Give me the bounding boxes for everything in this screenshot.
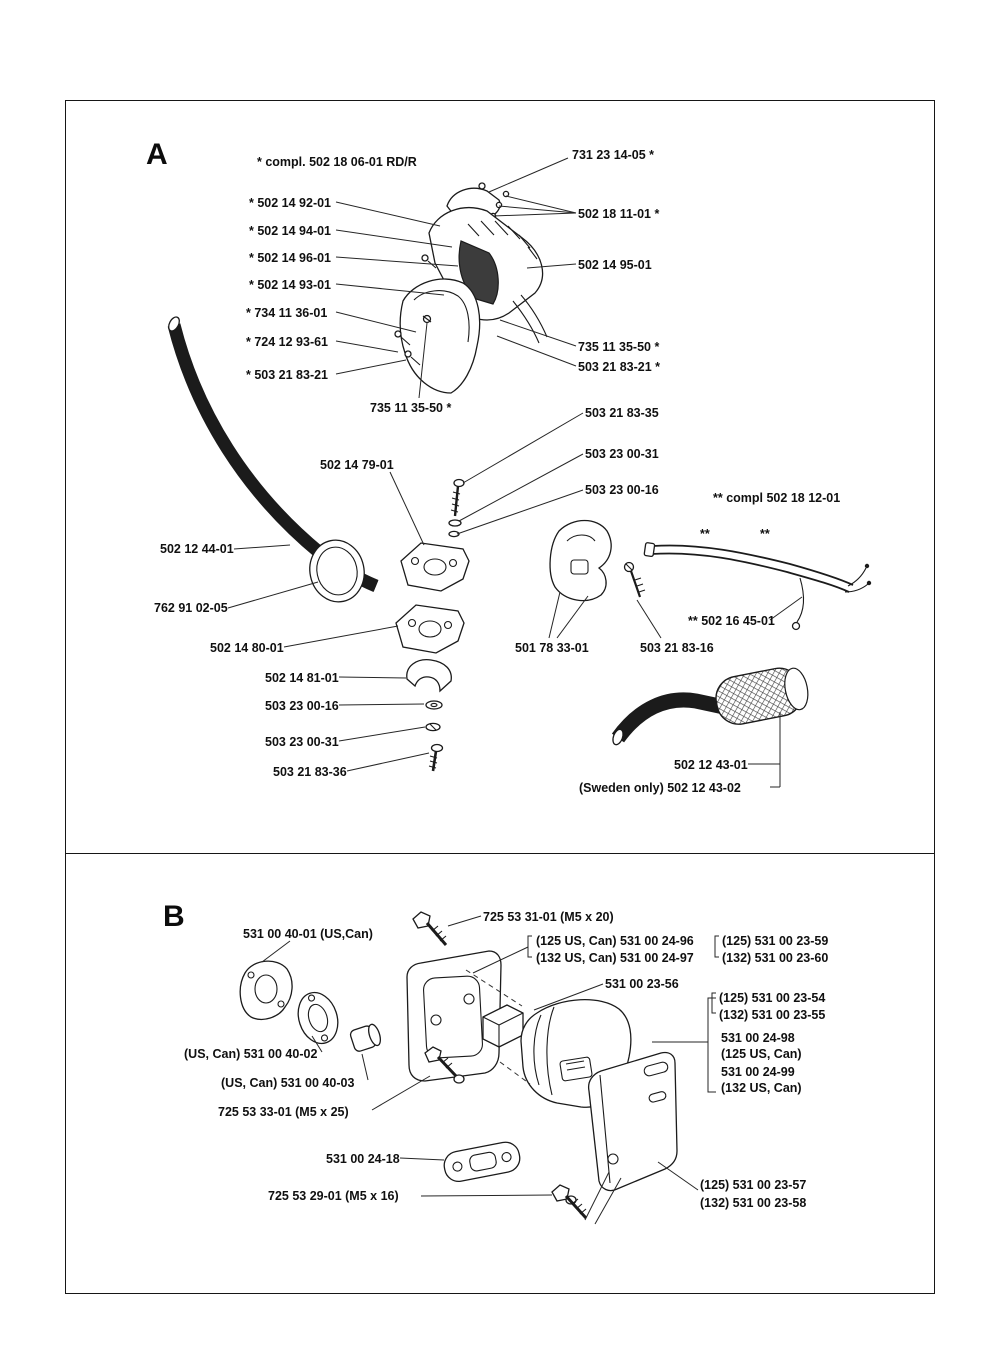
part-number-label: (132 US, Can): [721, 1081, 802, 1095]
section-b-letter: B: [163, 900, 185, 933]
assembly-note-label: ** compl 502 18 12-01: [713, 491, 841, 505]
part-number-label: 502 18 11-01 *: [578, 207, 660, 221]
part-number-label: (Sweden only) 502 12 43-02: [579, 781, 741, 795]
part-number-label: 502 12 44-01: [160, 542, 234, 556]
handle-clamp-lower: [395, 604, 465, 654]
leader-lines-b: [261, 915, 719, 1225]
part-number-label: 502 14 79-01: [320, 458, 394, 472]
part-number-label: 725 53 33-01 (M5 x 25): [218, 1105, 349, 1119]
part-number-label: 531 00 24-98: [721, 1031, 795, 1045]
part-number-label: 725 53 29-01 (M5 x 16): [268, 1189, 399, 1203]
part-number-label: * 503 21 83-21: [246, 368, 329, 382]
part-number-label: 503 21 83-35: [585, 406, 659, 420]
part-number-label: * 724 12 93-61: [246, 335, 329, 349]
part-number-label: 503 23 00-16: [585, 483, 659, 497]
asterisk-marker: **: [760, 527, 770, 541]
part-number-label: 503 23 00-31: [585, 447, 659, 461]
small-screw: [623, 561, 646, 598]
screw-with-washers: [448, 478, 465, 538]
part-number-label: * 502 14 96-01: [249, 251, 332, 265]
leader-lines-a: [227, 157, 803, 788]
assembly-note-label: * compl. 502 18 06-01 RD/R: [257, 155, 417, 169]
muffler-screw-top: [412, 911, 448, 946]
flat-washer: [425, 700, 443, 710]
part-number-label: 503 21 83-21 *: [578, 360, 661, 374]
part-number-label: (132) 531 00 23-58: [700, 1196, 807, 1210]
part-number-label: 531 00 23-56: [605, 977, 679, 991]
part-number-label: 531 00 24-18: [326, 1152, 400, 1166]
part-number-label: 731 23 14-05 *: [572, 148, 655, 162]
part-number-label: 502 14 81-01: [265, 671, 339, 685]
muffler-screw-bottom: [551, 1184, 588, 1220]
part-number-label: * 502 14 93-01: [249, 278, 332, 292]
plug-part: [349, 1023, 382, 1052]
part-number-label: 762 91 02-05: [154, 601, 228, 615]
intake-gasket-1: [239, 960, 293, 1021]
part-number-label: 502 14 95-01: [578, 258, 652, 272]
part-number-label: 501 78 33-01: [515, 641, 589, 655]
part-number-label: 503 21 83-16: [640, 641, 714, 655]
part-number-label: (125 US, Can): [721, 1047, 802, 1061]
part-number-label: 735 11 35-50 *: [370, 401, 452, 415]
throttle-cable: [643, 542, 872, 631]
part-number-label: 503 23 00-16: [265, 699, 339, 713]
part-number-label: 502 14 80-01: [210, 641, 284, 655]
part-number-label: (125) 531 00 23-59: [722, 934, 829, 948]
part-number-label: (132) 531 00 23-60: [722, 951, 829, 965]
loop-ring: [309, 539, 365, 603]
part-number-label: 503 21 83-36: [273, 765, 347, 779]
clamp-screw: [428, 743, 444, 772]
section-b-panel: [65, 853, 935, 1294]
part-number-label: 531 00 24-99: [721, 1065, 795, 1079]
intake-gasket-2: [297, 991, 339, 1045]
part-number-label: ** 502 16 45-01: [688, 614, 775, 628]
part-number-label: (125) 531 00 23-54: [719, 991, 826, 1005]
handle-clamp-upper: [400, 542, 470, 592]
part-number-label: * 502 14 94-01: [249, 224, 332, 238]
part-number-label: 735 11 35-50 *: [578, 340, 660, 354]
muffler-screw-mid: [424, 1046, 465, 1084]
section-a-letter: A: [146, 138, 168, 171]
heat-shield: [587, 1051, 678, 1192]
part-number-label: * 734 11 36-01: [246, 306, 328, 320]
part-number-label: 503 23 00-31: [265, 735, 339, 749]
part-number-label: (132) 531 00 23-55: [719, 1008, 826, 1022]
part-number-label: (US, Can) 531 00 40-03: [221, 1076, 355, 1090]
flex-hose-grip: [611, 667, 809, 746]
exhaust-gasket: [443, 1141, 521, 1183]
lock-washer: [425, 722, 441, 732]
part-number-label: * 502 14 92-01: [249, 196, 332, 210]
asterisk-marker: **: [700, 527, 710, 541]
part-number-label: (US, Can) 531 00 40-02: [184, 1047, 318, 1061]
throttle-handle: [394, 182, 548, 394]
part-number-label: 531 00 40-01 (US,Can): [243, 927, 373, 941]
clamp-half: [406, 659, 452, 693]
throttle-switch-housing: [549, 519, 612, 602]
part-number-label: (132 US, Can) 531 00 24-97: [536, 951, 694, 965]
part-number-label: 502 12 43-01: [674, 758, 748, 772]
part-number-label: 725 53 31-01 (M5 x 20): [483, 910, 614, 924]
part-number-label: (125 US, Can) 531 00 24-96: [536, 934, 694, 948]
part-number-label: (125) 531 00 23-57: [700, 1178, 807, 1192]
